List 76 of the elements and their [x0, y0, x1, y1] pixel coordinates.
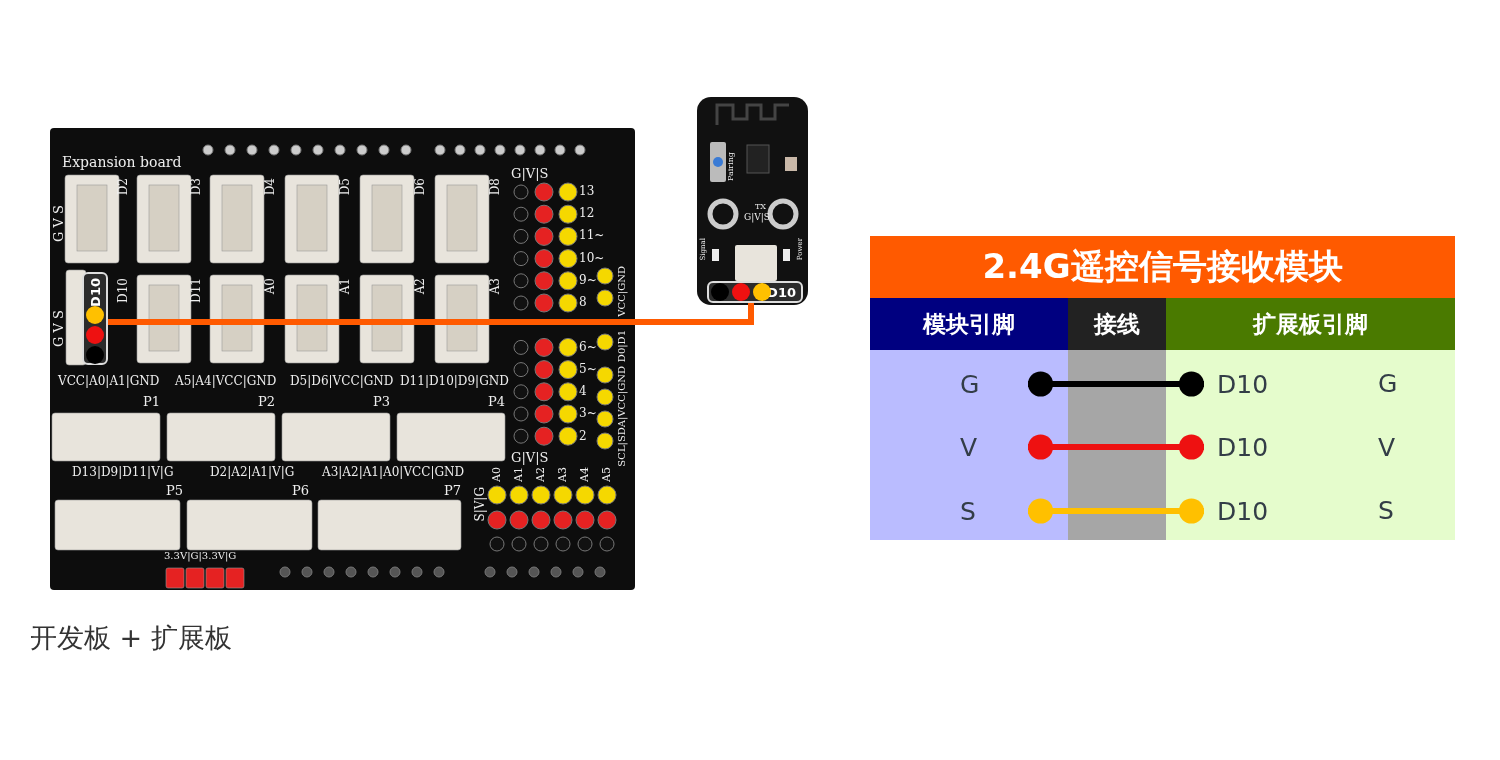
silkscreen-label: P2	[258, 395, 276, 408]
silkscreen-label: D2	[117, 178, 129, 196]
silkscreen-label: G|V|S	[511, 451, 549, 464]
pin-number: 2	[579, 430, 587, 442]
pin-number: 13	[579, 185, 595, 197]
silkscreen-label: S|V|G	[474, 487, 486, 522]
connecting-wire	[1028, 371, 1204, 397]
silkscreen-label: D3	[190, 178, 202, 196]
pin-number: 6~	[579, 341, 597, 353]
caption: 开发板 + 扩展板	[30, 621, 232, 655]
silkscreen-label: 3.3V|G|3.3V|G	[164, 551, 237, 561]
pin-number: 4	[579, 385, 587, 397]
silkscreen-label: P3	[373, 395, 391, 408]
silkscreen-label: P4	[488, 395, 506, 408]
silkscreen-label: D5|D6|VCC|GND	[290, 375, 394, 387]
silkscreen-label: P1	[143, 395, 161, 408]
silkscreen-label: D11	[190, 278, 202, 303]
silkscreen-label: P5	[166, 484, 184, 497]
pin-badge	[707, 281, 803, 303]
silkscreen-label: A1	[513, 467, 524, 482]
pin-number: 10~	[579, 252, 605, 264]
silkscreen-label: D11|D10|D9|GND	[400, 375, 509, 387]
silkscreen-label: A0	[491, 467, 502, 482]
pin-number: 8	[579, 296, 587, 308]
silkscreen-label: A0	[264, 278, 276, 295]
silkscreen-label: A4	[579, 467, 590, 482]
silkscreen-label: D4	[264, 178, 276, 196]
receiver-module	[697, 97, 808, 305]
pin-name: D10	[1217, 432, 1269, 462]
pin-number: 9~	[579, 274, 597, 286]
pin-badge	[82, 272, 108, 365]
pin-number: 3~	[579, 407, 597, 419]
pin-name: G	[960, 369, 980, 399]
column-header: 接线	[1068, 298, 1166, 350]
connecting-wire	[1028, 498, 1204, 524]
pin-number: 5~	[579, 363, 597, 375]
silkscreen-label: A3	[557, 467, 568, 482]
pin-label: D10	[89, 278, 102, 307]
silkscreen-label: D6	[414, 178, 426, 196]
connecting-wire	[1028, 434, 1204, 460]
silkscreen-label: D0|D1	[617, 330, 627, 363]
silkscreen-label: G V S	[52, 205, 65, 242]
table-title: 2.4G遥控信号接收模块	[870, 236, 1455, 298]
pin-number: 11~	[579, 229, 605, 241]
silkscreen-label: A1	[339, 278, 351, 295]
pin-number: 12	[579, 207, 595, 219]
silkscreen-label: D13|D9|D11|V|G	[72, 466, 174, 478]
silkscreen-label: G|V|S	[744, 213, 770, 222]
silkscreen-label: D5	[339, 178, 351, 196]
column-header: 模块引脚	[870, 298, 1068, 350]
silkscreen-label: A2	[535, 467, 546, 482]
pin-name: D10	[1217, 496, 1269, 526]
pin-name: S	[1378, 495, 1394, 527]
board-label: Expansion board	[62, 154, 182, 170]
silkscreen-label: TX	[755, 203, 767, 211]
pin-name: D10	[1217, 369, 1269, 399]
silkscreen-label: VCC|GND	[617, 266, 627, 317]
silkscreen-label: G|V|S	[511, 167, 549, 180]
silkscreen-label: A2	[414, 278, 426, 295]
pin-name: S	[960, 496, 976, 526]
silkscreen-label: P7	[444, 484, 462, 497]
silkscreen-label: Pairing	[727, 152, 735, 181]
silkscreen-label: A3|A2|A1|A0|VCC|GND	[322, 466, 465, 478]
silkscreen-label: SCL|SDA|VCC|GND	[617, 366, 627, 467]
silkscreen-label: A3	[489, 278, 501, 295]
pin-name: V	[960, 432, 978, 462]
pin-name: V	[1378, 431, 1396, 464]
silkscreen-label: D8	[489, 178, 501, 196]
silkscreen-label: P6	[292, 484, 310, 497]
silkscreen-label: D2|A2|A1|V|G	[210, 466, 295, 478]
silkscreen-label: A5|A4|VCC|GND	[175, 375, 277, 387]
column-header: 扩展板引脚	[1166, 298, 1455, 350]
pin-name: G	[1378, 368, 1398, 400]
silkscreen-label: A5	[601, 467, 612, 482]
connecting-wire	[108, 303, 754, 325]
silkscreen-label: G V S	[52, 310, 65, 347]
